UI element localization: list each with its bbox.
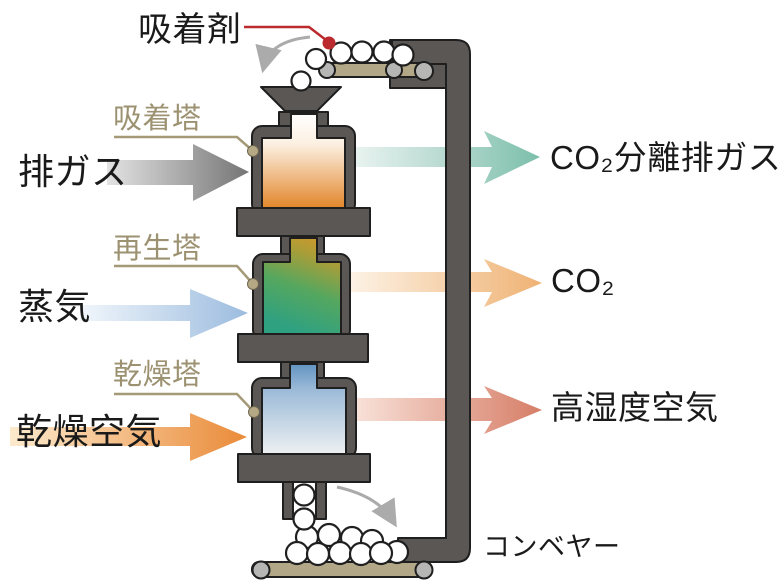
pointer-dot bbox=[247, 278, 259, 290]
regeneration-tower bbox=[237, 235, 369, 363]
adsorbent-ball bbox=[368, 540, 394, 566]
regeneration-tower-cavity bbox=[262, 237, 342, 335]
pointer-dot bbox=[247, 145, 259, 157]
regeneration-tower-pointer bbox=[114, 264, 254, 285]
ball-drop-arrow-bottom bbox=[336, 485, 397, 528]
roller-icon bbox=[251, 560, 271, 580]
label-co2-separated-gas: CO₂分離排ガス bbox=[550, 139, 782, 176]
ball-drop-arrow-top bbox=[255, 35, 311, 74]
drying-tower-pointer bbox=[114, 392, 255, 413]
conveyor-pipe bbox=[389, 39, 471, 563]
tower-label-pointers bbox=[114, 135, 260, 418]
adsorbent-ball bbox=[304, 47, 328, 71]
top-conveyor-belt bbox=[320, 62, 430, 78]
label-co2: CO₂ bbox=[551, 262, 615, 299]
outlet-leg bbox=[315, 481, 327, 520]
label-adsorption-tower: 吸着塔 bbox=[113, 103, 202, 135]
steam-arrow bbox=[80, 289, 248, 338]
drying-tower bbox=[237, 361, 371, 483]
adsorbent-ball bbox=[327, 540, 353, 566]
adsorbent-pointer bbox=[244, 25, 336, 50]
drying-tower-flange bbox=[237, 453, 371, 483]
adsorption-tower bbox=[236, 111, 371, 237]
adsorbent-ball bbox=[305, 541, 331, 567]
adsorbent-balls-top bbox=[304, 40, 415, 71]
towers bbox=[236, 86, 371, 520]
funnel bbox=[260, 86, 342, 112]
label-exhaust-gas: 排ガス bbox=[18, 151, 128, 192]
conveyor-pipe-duct bbox=[391, 39, 471, 563]
adsorbent-ball bbox=[292, 507, 316, 531]
adsorbent-balls-bottom bbox=[284, 522, 410, 567]
adsorbent-ball bbox=[290, 70, 312, 92]
label-high-humidity-air: 高湿度空気 bbox=[551, 389, 719, 426]
label-drying-tower: 乾燥塔 bbox=[113, 359, 202, 391]
ball-drop-arrows bbox=[255, 35, 397, 528]
drying-tower-cavity bbox=[261, 363, 347, 455]
exhaust-gas-arrow bbox=[107, 144, 249, 201]
adsorbent-ball bbox=[284, 540, 310, 566]
adsorbent-ball bbox=[348, 541, 374, 567]
label-adsorbent: 吸着剤 bbox=[138, 11, 242, 49]
adsorbent-ball bbox=[372, 40, 396, 64]
pointer-dot bbox=[248, 406, 260, 418]
outlet-leg bbox=[282, 481, 294, 520]
label-regeneration-tower: 再生塔 bbox=[113, 233, 202, 265]
adsorbent-ball bbox=[391, 43, 415, 67]
label-conveyor: コンベヤー bbox=[483, 532, 621, 562]
adsorption-tower-pointer bbox=[114, 135, 254, 152]
label-dry-air: 乾燥空気 bbox=[16, 411, 163, 452]
adsorbent-ball bbox=[350, 40, 374, 64]
top-conveyor bbox=[318, 61, 434, 81]
roller-icon bbox=[414, 61, 434, 81]
dry-air-arrow bbox=[10, 413, 247, 461]
label-steam: 蒸気 bbox=[18, 286, 92, 327]
adsorbent-ball bbox=[316, 522, 342, 548]
adsorbent-ball bbox=[292, 483, 316, 507]
adsorption-tower-cavity bbox=[261, 113, 346, 209]
pointer-dot-red bbox=[322, 36, 336, 50]
regeneration-tower-flange bbox=[237, 333, 369, 363]
adsorption-tower-flange bbox=[236, 207, 371, 237]
adsorbent-balls-transfer bbox=[290, 70, 316, 531]
roller-icon bbox=[414, 560, 434, 580]
co2-arrow bbox=[345, 259, 542, 307]
